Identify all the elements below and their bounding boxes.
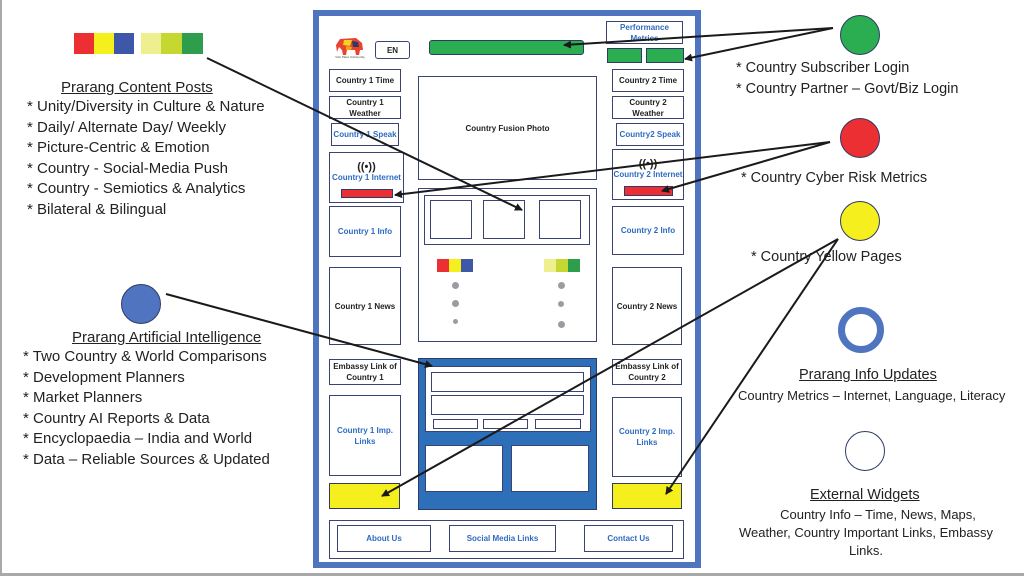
language-button[interactable]: EN	[375, 41, 410, 59]
list-item: * Country - Social-Media Push	[27, 159, 228, 177]
post-card-1[interactable]	[430, 200, 472, 239]
country2-speak[interactable]: Country2 Speak	[616, 123, 684, 146]
list-item: * Country Subscriber Login	[736, 60, 910, 76]
ai-heading: Prarang Artificial Intelligence	[72, 329, 262, 346]
external-widgets-line: Weather, Country Important Links, Embass…	[738, 525, 994, 540]
ai-input-row-2[interactable]	[431, 395, 584, 415]
info-updates-ring-icon	[838, 307, 884, 353]
ai-blue-circle-icon	[121, 284, 161, 324]
arrow-login-buttons	[684, 27, 834, 62]
post-card-3[interactable]	[539, 200, 581, 239]
country2-info[interactable]: Country 2 Info	[612, 206, 684, 255]
content-posts-list: * Unity/Diversity in Culture & Nature * …	[27, 97, 265, 220]
cyber-risk-label: * Country Cyber Risk Metrics	[741, 170, 928, 186]
cloud-icon[interactable]	[558, 321, 565, 328]
list-item: * Picture-Centric & Emotion	[27, 139, 210, 156]
post-card-2[interactable]	[483, 200, 525, 239]
ai-option-1[interactable]	[433, 419, 478, 429]
list-item: * Country Partner – Govt/Biz Login	[736, 81, 959, 97]
country2-yellow-pages-box[interactable]	[612, 483, 682, 509]
external-widgets-line: Links.	[849, 543, 883, 558]
list-item: * Data – Reliable Sources & Updated	[23, 450, 270, 468]
country2-embassy-link[interactable]: Embassy Link of Country 2	[612, 359, 682, 385]
image-border-bottom	[0, 573, 1024, 576]
ai-report-card-1[interactable]	[425, 445, 503, 492]
mini-swatch-yellow	[449, 259, 461, 272]
ai-option-3[interactable]	[535, 419, 581, 429]
cyber-red-circle-icon	[840, 118, 880, 158]
mini-swatch-light-yellow	[544, 259, 556, 272]
mini-swatch-red	[437, 259, 449, 272]
list-item: * Encyclopaedia – India and World	[23, 430, 253, 447]
country1-embassy-link[interactable]: Embassy Link of Country 1	[329, 359, 401, 385]
swatch-blue	[114, 33, 134, 54]
login-green-circle-icon	[840, 15, 880, 55]
content-posts-heading: Prarang Content Posts	[61, 79, 213, 96]
country2-cyber-risk-bar	[624, 186, 673, 196]
subscriber-login-bar[interactable]	[429, 40, 584, 55]
wifi-icon: ((•))	[638, 158, 658, 170]
ai-input-row-1[interactable]	[431, 372, 584, 392]
elephant-logo-icon	[336, 38, 363, 55]
list-item: * Bilateral & Bilingual	[27, 200, 167, 218]
yellow-pages-label: * Country Yellow Pages	[751, 249, 902, 265]
country2-time[interactable]: Country 2 Time	[612, 69, 684, 92]
login-list: * Country Subscriber Login * Country Par…	[736, 58, 958, 100]
country2-news[interactable]: Country 2 News	[612, 267, 682, 345]
social-media-links[interactable]: Social Media Links	[449, 525, 556, 552]
swatch-yellow	[94, 33, 114, 54]
external-widgets-text: Country Info – Time, News, Maps, Weather…	[730, 506, 1002, 560]
country1-news[interactable]: Country 1 News	[329, 267, 401, 345]
swatch-green	[182, 33, 203, 54]
about-us-link[interactable]: About Us	[337, 525, 431, 552]
logo: Visit Place Citizenship	[332, 35, 368, 61]
external-widgets-circle-icon	[845, 431, 885, 471]
list-item: * Country AI Reports & Data	[23, 409, 210, 427]
info-updates-heading: Prarang Info Updates	[799, 367, 937, 383]
list-item: * Market Planners	[23, 389, 143, 406]
country1-important-links[interactable]: Country 1 Imp. Links	[329, 395, 401, 476]
list-item: * Unity/Diversity in Culture & Nature	[27, 98, 265, 115]
country-fusion-photo[interactable]: Country Fusion Photo	[418, 76, 597, 180]
external-widgets-heading: External Widgets	[810, 487, 920, 503]
ai-option-2[interactable]	[483, 419, 528, 429]
link-icon[interactable]	[558, 301, 564, 307]
info-updates-text: Country Metrics – Internet, Language, Li…	[738, 388, 1006, 403]
ai-list: * Two Country & World Comparisons * Deve…	[23, 347, 270, 470]
partner-login-button-2[interactable]	[646, 48, 684, 63]
country1-weather[interactable]: Country 1 Weather	[329, 96, 401, 119]
country1-info[interactable]: Country 1 Info	[329, 206, 401, 257]
wifi-icon: ((•))	[357, 161, 376, 173]
country1-cyber-risk-bar	[341, 189, 393, 198]
mini-swatch-blue	[461, 259, 473, 272]
contact-us-link[interactable]: Contact Us	[584, 525, 673, 552]
star-icon[interactable]	[453, 319, 458, 324]
swatch-red	[74, 33, 94, 54]
list-item: * Two Country & World Comparisons	[23, 348, 267, 365]
country1-time[interactable]: Country 1 Time	[329, 69, 401, 92]
list-item: * Development Planners	[23, 368, 185, 386]
country1-yellow-pages-box[interactable]	[329, 483, 400, 509]
mini-swatch-lime	[556, 259, 568, 272]
country2-weather[interactable]: Country 2 Weather	[612, 96, 684, 119]
swatch-light-yellow	[141, 33, 161, 54]
country1-speak[interactable]: Country 1 Speak	[331, 123, 399, 146]
external-widgets-line: Country Info – Time, News, Maps,	[780, 507, 976, 522]
people-icon[interactable]	[558, 282, 565, 289]
yellow-pages-circle-icon	[840, 201, 880, 241]
globe-icon[interactable]	[452, 282, 459, 289]
ai-report-card-2[interactable]	[511, 445, 589, 492]
chart-icon[interactable]	[452, 300, 459, 307]
list-item: * Daily/ Alternate Day/ Weekly	[27, 118, 226, 136]
logo-caption: Visit Place Citizenship	[335, 55, 365, 59]
mini-swatch-green	[568, 259, 580, 272]
image-border-left	[0, 0, 2, 576]
swatch-lime	[161, 33, 182, 54]
performance-metrics-box[interactable]: Performance Metrics	[606, 21, 683, 44]
country2-important-links[interactable]: Country 2 Imp. Links	[612, 397, 682, 477]
list-item: * Country - Semiotics & Analytics	[27, 180, 246, 197]
partner-login-button-1[interactable]	[607, 48, 642, 63]
